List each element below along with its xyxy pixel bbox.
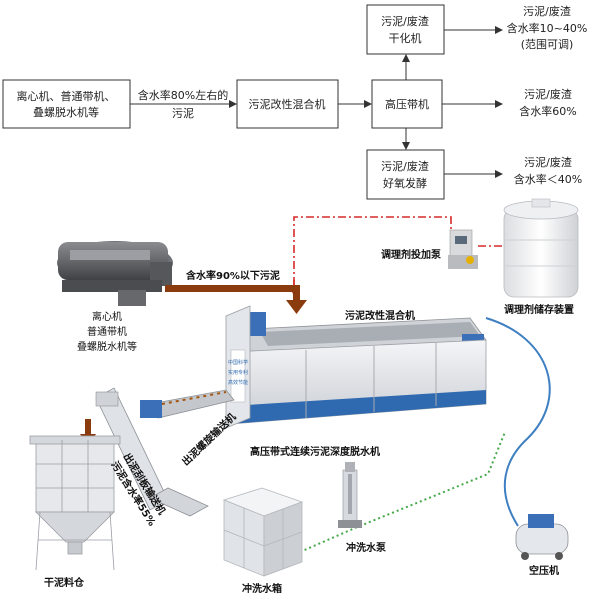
press-out-line2: 含水率60% — [519, 104, 576, 118]
source-box — [2, 79, 131, 129]
screw-label: 出泥螺旋输送机 — [179, 410, 238, 468]
feed-label-line2: 污泥 — [172, 107, 194, 120]
dryer-out-line3: (范围可调) — [521, 37, 574, 51]
wash-tank-label: 冲洗水箱 — [242, 582, 282, 595]
compressor-illustration — [515, 514, 569, 560]
dryer-box-line2: 干化机 — [389, 31, 422, 45]
storage-tank-illustration — [503, 198, 579, 298]
dryer-out-line2: 含水率10~40% — [507, 21, 588, 35]
mixer-box-label: 污泥改性混合机 — [249, 97, 326, 111]
machine-badge-line1: 中国科学 — [228, 359, 248, 366]
pump-label: 调理剂投加泵 — [381, 248, 442, 261]
ferment-out-line1: 污泥/废渣 — [524, 155, 572, 169]
centrifuge-illustration — [57, 241, 173, 306]
ferment-box-line2: 好氧发酵 — [383, 176, 427, 190]
dosing-pump-illustration — [448, 229, 478, 269]
feed-arrow-illustration — [165, 285, 307, 314]
flowchart — [2, 4, 503, 200]
wash-water-line — [299, 431, 506, 553]
ferment-box — [366, 149, 445, 200]
press-out-line1: 污泥/废渣 — [524, 87, 572, 101]
silo-label: 干泥料仓 — [44, 576, 85, 589]
source-box-line2: 叠螺脱水机等 — [33, 105, 99, 119]
wash-pump-label: 冲洗水泵 — [346, 541, 387, 554]
scraper-conveyor-illustration — [95, 387, 209, 517]
mixer-label: 污泥改性混合机 — [345, 309, 415, 322]
wash-tank-illustration — [222, 487, 304, 577]
ferment-box-line1: 污泥/废渣 — [381, 159, 429, 173]
source-box-line1: 离心机、普通带机、 — [17, 89, 116, 103]
dryer-box — [366, 4, 445, 55]
dryer-out-line1: 污泥/废渣 — [523, 4, 571, 18]
silo-illustration — [29, 435, 121, 571]
centrifuge-label-line3: 叠螺脱水机等 — [77, 340, 137, 353]
screw-conveyor-illustration — [140, 389, 235, 419]
air-pipe — [485, 317, 551, 527]
press-box-label: 高压带机 — [385, 97, 429, 111]
dryer-box-line1: 污泥/废渣 — [381, 14, 429, 28]
feed-label: 含水率90%以下污泥 — [186, 269, 280, 282]
flowchart-text: 离心机、普通带机、 叠螺脱水机等 含水率80%左右的 污泥 污泥改性混合机 高压… — [17, 4, 588, 190]
wash-pump-illustration — [338, 462, 362, 528]
machine-label: 高压带式连续污泥深度脱水机 — [250, 445, 380, 458]
compressor-label: 空压机 — [529, 564, 559, 577]
machine-badge: 中国科学 实用专利 高效节能 — [228, 359, 248, 386]
feed-label-line1: 含水率80%左右的 — [138, 88, 228, 102]
machine-badge-line2: 实用专利 — [228, 369, 248, 376]
machine-badge-line3: 高效节能 — [228, 379, 248, 386]
dewatering-machine-illustration — [225, 305, 487, 429]
centrifuge-label-line2: 普通带机 — [87, 325, 127, 338]
ferment-out-line2: 含水率＜40% — [514, 172, 582, 186]
centrifuge-label-line1: 离心机 — [92, 310, 122, 323]
tank-label: 调理剂储存装置 — [504, 303, 574, 316]
